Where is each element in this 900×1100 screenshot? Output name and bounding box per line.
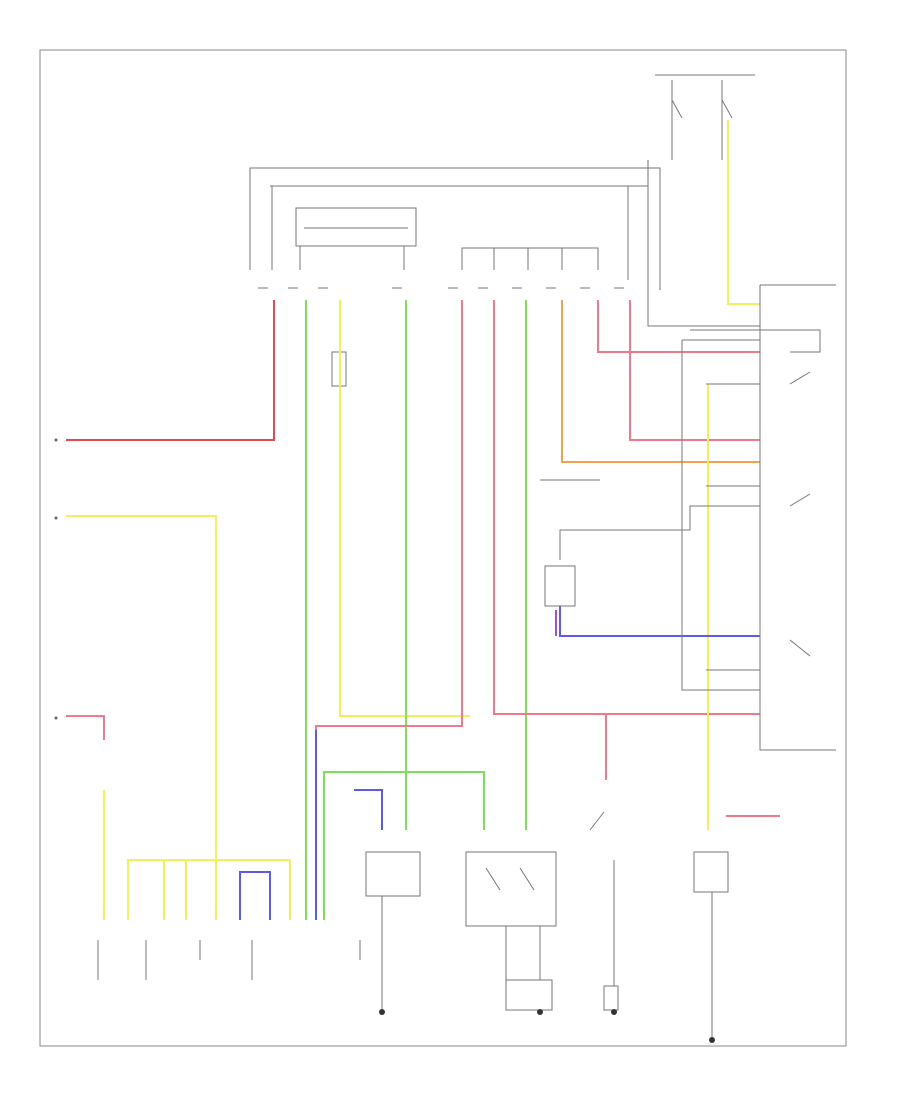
relay-switch-box xyxy=(465,851,557,927)
wire-yellow-left xyxy=(66,515,217,920)
wire-red-1 xyxy=(315,300,463,920)
sensor-box xyxy=(544,565,576,607)
wire-orange xyxy=(561,300,760,463)
wire-blue-1 xyxy=(239,871,271,920)
wire-yellow-bottom-2 xyxy=(127,859,291,920)
module-box-1 xyxy=(365,851,421,897)
relay-box-top xyxy=(295,207,417,247)
top-bus xyxy=(249,167,661,290)
wire-red-left-bottom xyxy=(66,715,105,740)
wire-yellow-right xyxy=(727,120,760,305)
wire-red-5 xyxy=(629,300,760,441)
sensor-box-right xyxy=(693,851,729,893)
wire-red-4 xyxy=(597,300,760,353)
bottom-connectors xyxy=(97,940,361,980)
right-module xyxy=(647,284,836,751)
ignition-switch xyxy=(647,74,755,290)
diagram-frame xyxy=(39,49,847,1047)
row-marker-1 xyxy=(54,438,58,442)
wire-green-4 xyxy=(323,771,485,920)
ground-symbols xyxy=(379,1009,715,1043)
row-marker-2 xyxy=(54,516,58,520)
wire-blue-3 xyxy=(354,789,383,830)
bottom-component-2 xyxy=(603,985,619,1011)
wire-red-2 xyxy=(493,300,760,715)
wire-blue-right xyxy=(559,606,760,637)
sensor-block-mid-right xyxy=(540,479,760,607)
row-marker-3 xyxy=(54,716,58,720)
wire-red-left xyxy=(66,300,275,441)
bottom-component-1 xyxy=(505,979,553,1011)
wire-yellow-center xyxy=(339,300,470,717)
wire-red-3 xyxy=(494,713,607,780)
